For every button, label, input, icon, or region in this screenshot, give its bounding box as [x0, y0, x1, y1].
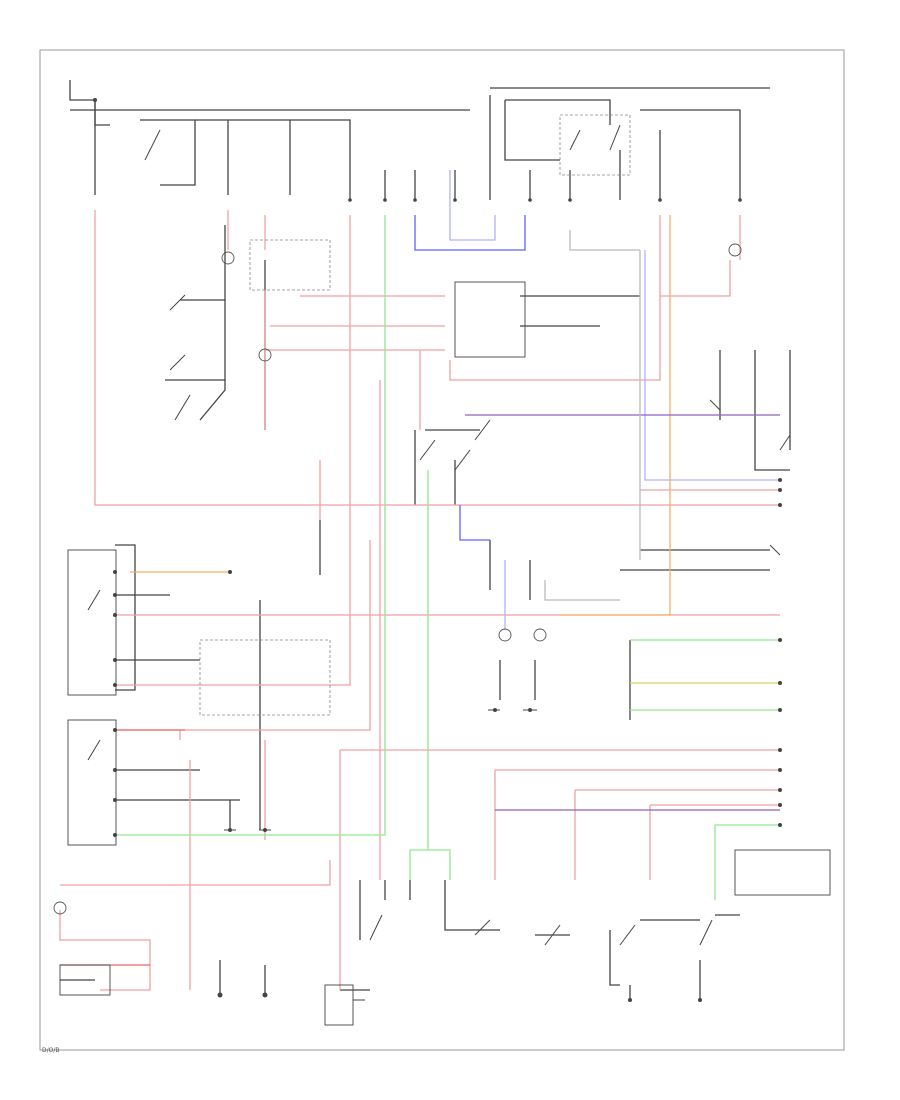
purple-wires	[465, 414, 780, 811]
central-control-module	[454, 281, 526, 358]
lower-junction	[324, 984, 354, 1026]
green-wires	[115, 215, 780, 900]
lamps	[53, 243, 742, 915]
lamp-6	[53, 901, 67, 915]
ground-symbols	[224, 709, 537, 1001]
lamp-1	[221, 251, 235, 265]
door-lock-group	[199, 639, 331, 716]
orange-wires	[130, 215, 671, 616]
gray-wires	[544, 230, 641, 601]
right-door-module	[67, 719, 117, 846]
switches	[87, 124, 791, 946]
lamp-5	[533, 628, 547, 642]
connector-dots	[93, 98, 782, 1002]
blue-wires	[414, 170, 780, 630]
red-wires	[59, 210, 780, 991]
lamp-4	[498, 628, 512, 642]
instrument-panel-box	[734, 849, 831, 896]
lamp-3	[728, 243, 742, 257]
switch-group	[249, 239, 331, 291]
page-ref-label: D/O/B	[42, 1047, 60, 1054]
lamp-2	[258, 348, 272, 362]
components	[59, 114, 831, 1026]
black-wires	[60, 80, 791, 1000]
left-door-module	[67, 549, 117, 696]
diagram-border	[39, 49, 845, 1051]
relay-group	[559, 114, 631, 176]
lower-left-connector	[59, 964, 111, 996]
